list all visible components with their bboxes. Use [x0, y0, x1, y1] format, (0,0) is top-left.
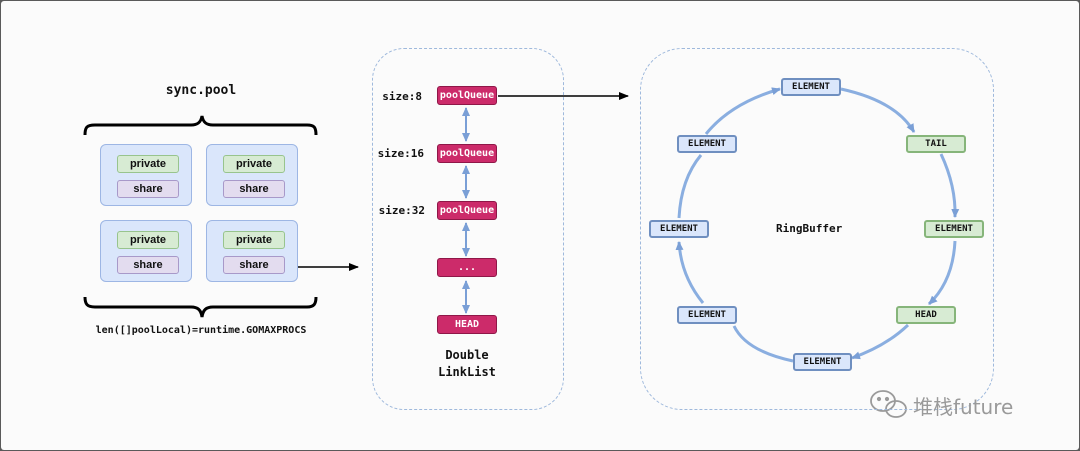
processor-local-4: private share [206, 220, 298, 282]
private-slot: private [223, 231, 285, 249]
ellipsis-node: ... [437, 258, 497, 277]
pool-local-caption: len([]poolLocal)=runtime.GOMAXPROCS [95, 325, 307, 336]
share-slot: share [117, 180, 179, 198]
bottom-brace [83, 296, 318, 318]
ring-arc [851, 323, 910, 360]
head-node: HEAD [437, 315, 497, 334]
ring-arc [677, 154, 703, 219]
ring-element-node: ELEMENT [781, 78, 841, 96]
private-slot: private [117, 231, 179, 249]
processor-local-3: private share [100, 220, 192, 282]
ring-head-node: HEAD [896, 306, 956, 324]
ringbuffer-label: RingBuffer [776, 222, 843, 235]
top-brace [83, 115, 318, 136]
private-slot: private [117, 155, 179, 173]
ring-element-node: ELEMENT [924, 220, 984, 238]
size-label: size:8 [382, 90, 422, 103]
linklist-panel [372, 48, 564, 410]
linklist-caption-line1: Double [445, 348, 489, 362]
processor-local-2: private share [206, 144, 298, 206]
size-label: size:32 [378, 204, 425, 217]
pool-queue-node: poolQueue [437, 86, 497, 105]
ring-arc [840, 87, 916, 133]
ring-tail-node: TAIL [906, 135, 966, 153]
ring-arc [927, 240, 957, 306]
linklist-caption: Double LinkList [417, 347, 517, 381]
share-slot: share [223, 256, 285, 274]
ring-arc [732, 325, 794, 363]
share-slot: share [223, 180, 285, 198]
watermark-text: 堆栈future [913, 395, 1014, 419]
sync-pool-title: sync.pool [165, 83, 237, 98]
ring-arc [704, 87, 781, 135]
ring-element-node: ELEMENT [677, 135, 737, 153]
ring-arc [675, 241, 705, 304]
size-label: size:16 [377, 147, 424, 160]
linklist-caption-line2: LinkList [438, 365, 496, 379]
ring-element-node: ELEMENT [793, 353, 852, 371]
ring-element-node: ELEMENT [649, 220, 709, 238]
pool-queue-node: poolQueue [437, 144, 497, 163]
share-slot: share [117, 256, 179, 274]
ring-arc [939, 153, 960, 218]
pool-queue-node: poolQueue [437, 201, 497, 220]
private-slot: private [223, 155, 285, 173]
ring-element-node: ELEMENT [677, 306, 737, 324]
ringbuffer-panel [640, 48, 994, 410]
processor-local-1: private share [100, 144, 192, 206]
